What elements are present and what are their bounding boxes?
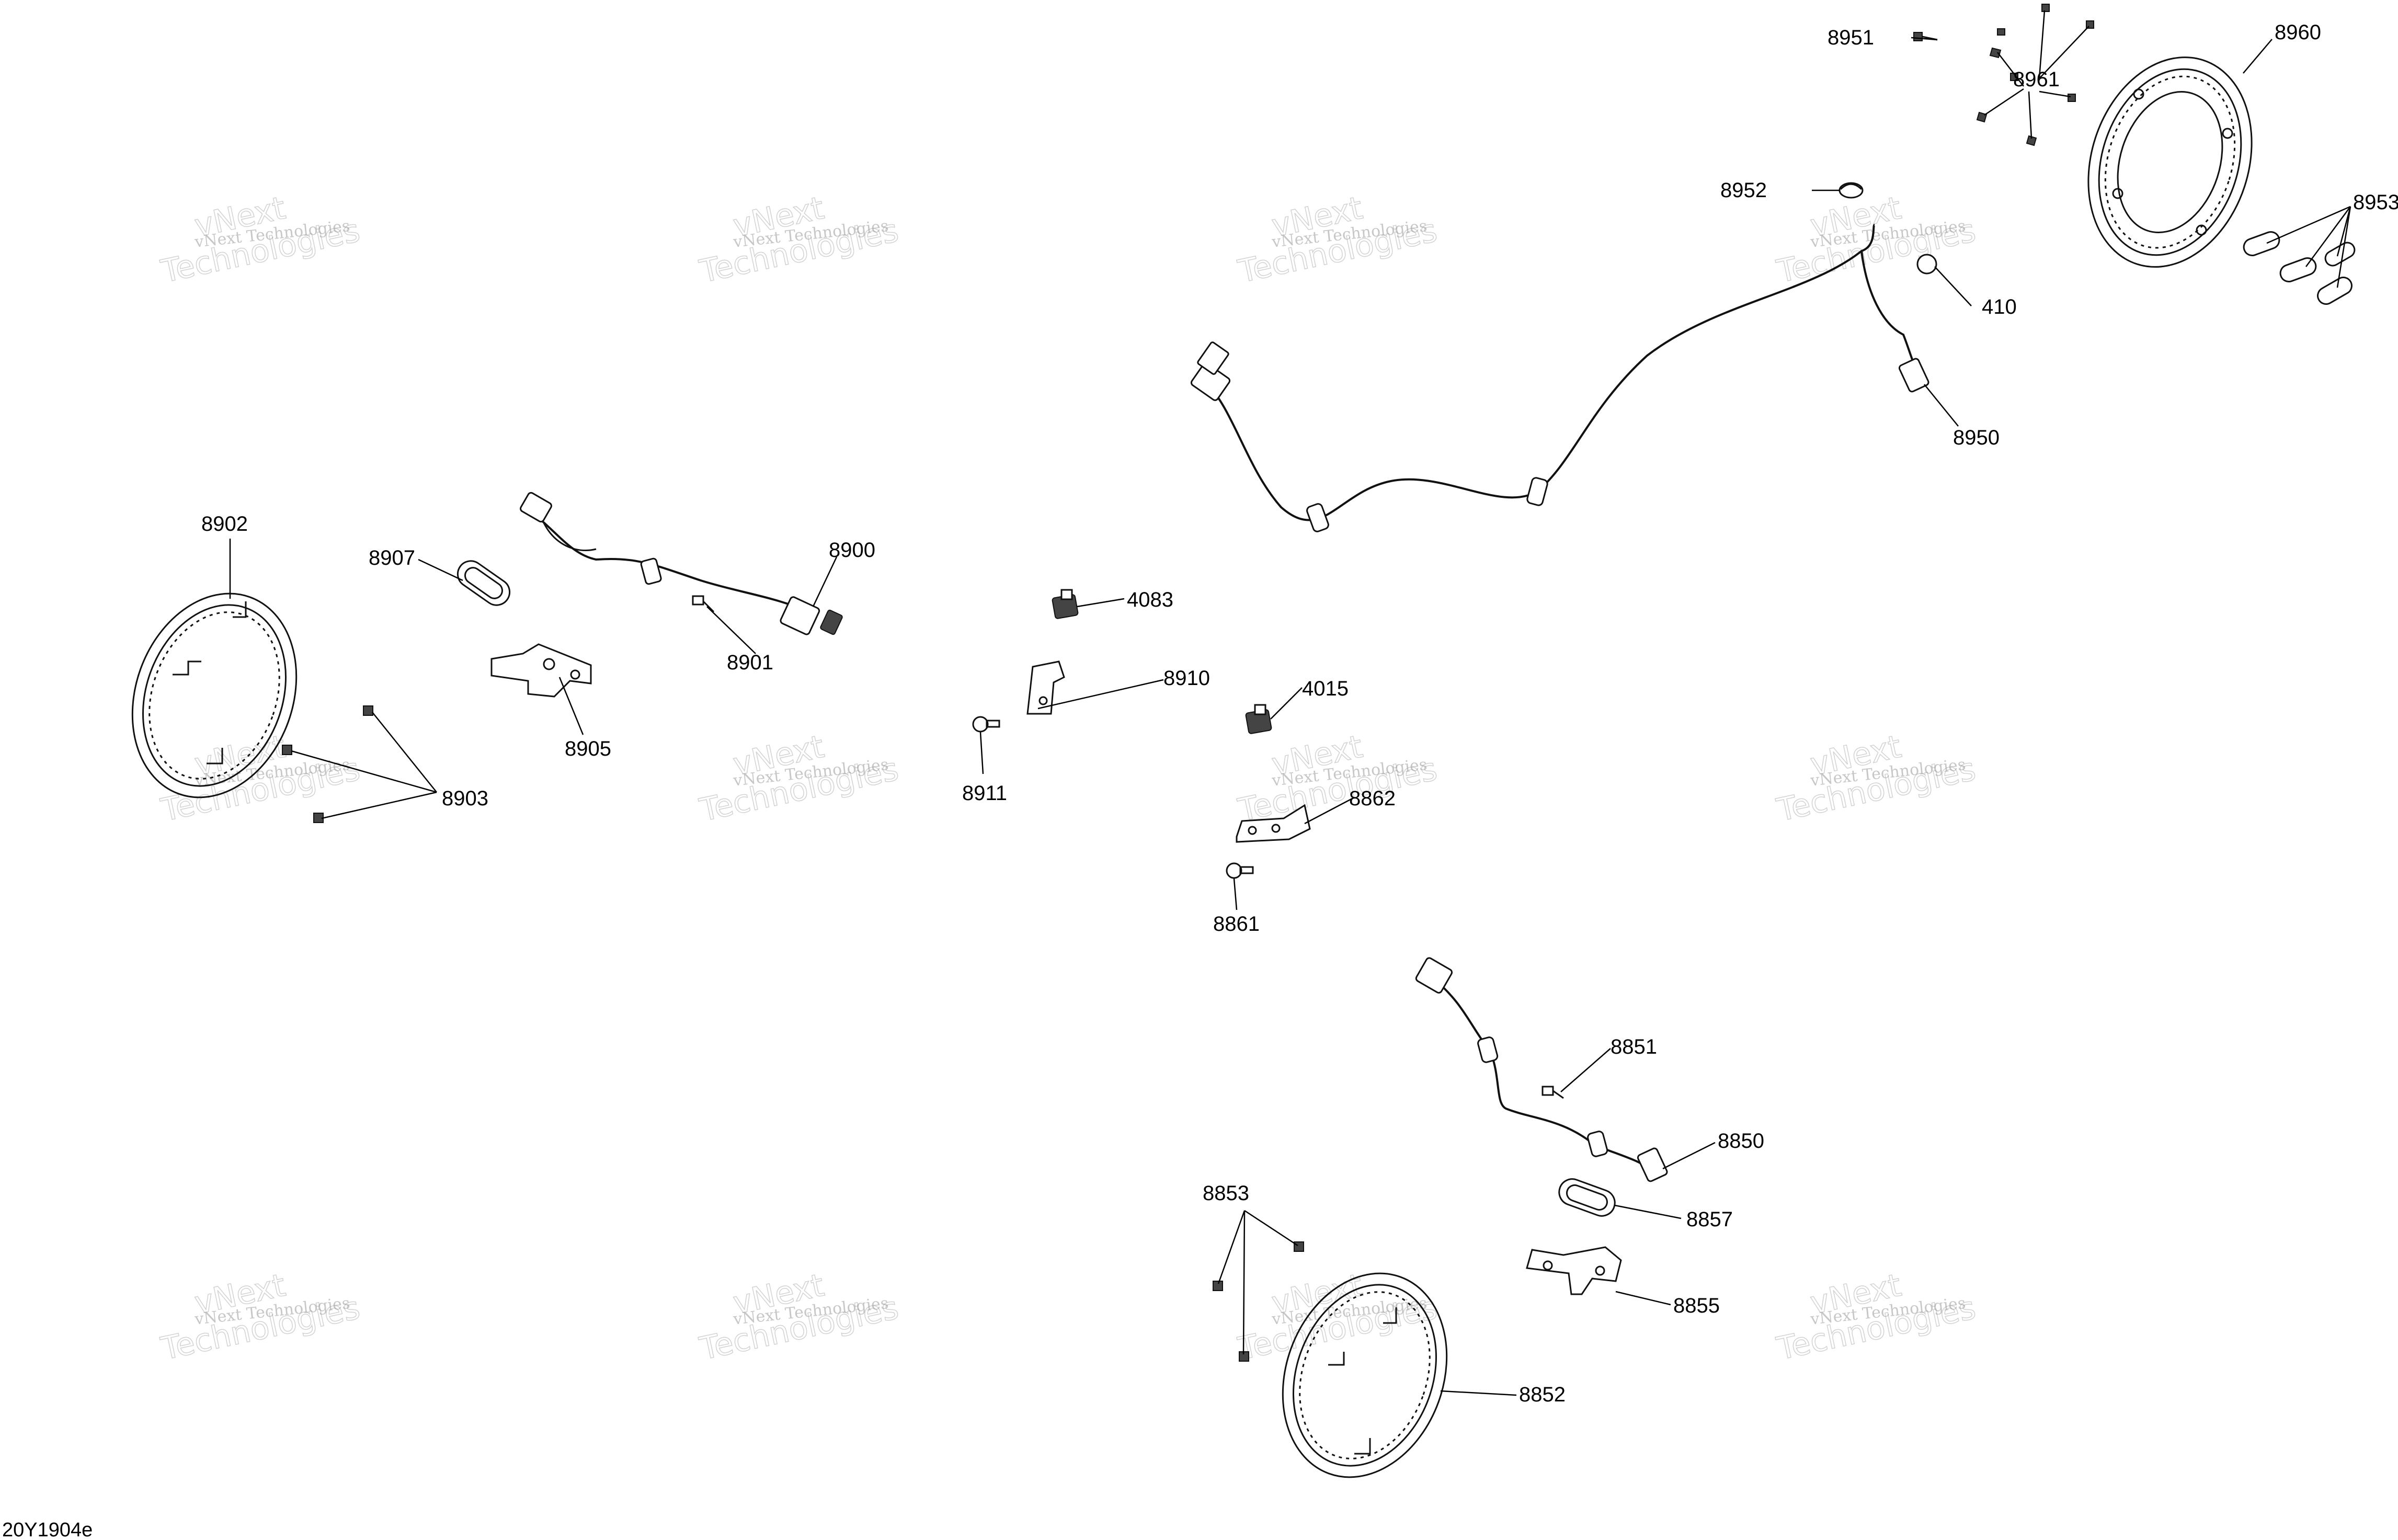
callout-8951: 8951 [1828, 26, 1874, 49]
bracket-8855 [1526, 1246, 1622, 1295]
clip-8952 [1839, 182, 1864, 199]
bracket-8862 [1236, 804, 1311, 843]
callout-8905: 8905 [565, 737, 611, 760]
callout-8960: 8960 [2275, 21, 2321, 44]
callout-8852: 8852 [1519, 1383, 1566, 1406]
watermark: vNext Technologies [1773, 189, 1980, 291]
bolt-8961-set [1976, 4, 2094, 146]
callout-8901: 8901 [727, 651, 773, 674]
bracket-8910 [1026, 660, 1065, 715]
callout-8900: 8900 [829, 539, 875, 562]
callout-8907: 8907 [369, 546, 415, 569]
diagram-code: 20Y1904e [2, 1519, 93, 1540]
grommet-8907 [456, 560, 511, 606]
callout-8851: 8851 [1611, 1035, 1657, 1058]
callout-8911: 8911 [962, 782, 1007, 805]
nut-8861 [1226, 862, 1254, 879]
watermark: vNext Technologies [1773, 1267, 1980, 1368]
callout-8855: 8855 [1673, 1294, 1720, 1317]
callout-8862: 8862 [1349, 787, 1396, 810]
tone-ring-8960 [2087, 56, 2253, 268]
sensor-harness-8900 [520, 492, 843, 635]
callout-labels: 8951 8961 8960 8952 8953 410 8950 8902 8… [201, 21, 2398, 1406]
callout-8950: 8950 [1953, 426, 2000, 449]
callout-4015: 4015 [1302, 677, 1349, 700]
harness-8950 [1190, 224, 1937, 532]
callout-4083: 4083 [1127, 588, 1173, 611]
callout-8861: 8861 [1213, 912, 1260, 936]
callout-8953: 8953 [2353, 191, 2398, 214]
callout-410: 410 [1982, 295, 2017, 318]
clip-4015 [1245, 704, 1272, 734]
callout-8910: 8910 [1163, 667, 1210, 690]
watermark-grid: vNext Technologies vNext Technologies vN… [157, 189, 1980, 1368]
watermark: vNext Technologies [1235, 189, 1441, 291]
bolt-8903-set [282, 705, 373, 823]
grommet-8857 [1558, 1178, 1616, 1217]
tone-ring-8902 [131, 592, 298, 798]
callout-8952: 8952 [1720, 179, 1767, 202]
watermark: vNext Technologies [696, 728, 903, 829]
leader-lines [229, 10, 2351, 1396]
callout-8857: 8857 [1686, 1208, 1733, 1231]
callout-8853: 8853 [1203, 1182, 1249, 1205]
bracket-8905 [490, 643, 592, 698]
watermark: vNext Technologies [696, 189, 903, 291]
watermark: vNext Technologies [1235, 728, 1441, 829]
watermark: vNext Technologies [157, 1267, 364, 1368]
callout-8902: 8902 [201, 512, 248, 535]
watermark: vNext Technologies [157, 728, 364, 829]
callout-8903: 8903 [442, 787, 488, 810]
clip-4083 [1052, 589, 1079, 619]
watermark: vNext Technologies [696, 1267, 903, 1368]
callout-8961: 8961 [2013, 68, 2060, 91]
watermark: vNext Technologies [1773, 728, 1980, 829]
plate-8953-set [2243, 231, 2356, 305]
tone-ring-8852 [1282, 1272, 1448, 1478]
bolt-8851 [1541, 1086, 1564, 1099]
nut-8911 [972, 716, 1000, 733]
bolt-8901 [692, 595, 715, 613]
callout-8850: 8850 [1718, 1130, 1764, 1153]
sensor-harness-8850 [1415, 957, 1668, 1182]
watermark: vNext Technologies [157, 189, 364, 291]
